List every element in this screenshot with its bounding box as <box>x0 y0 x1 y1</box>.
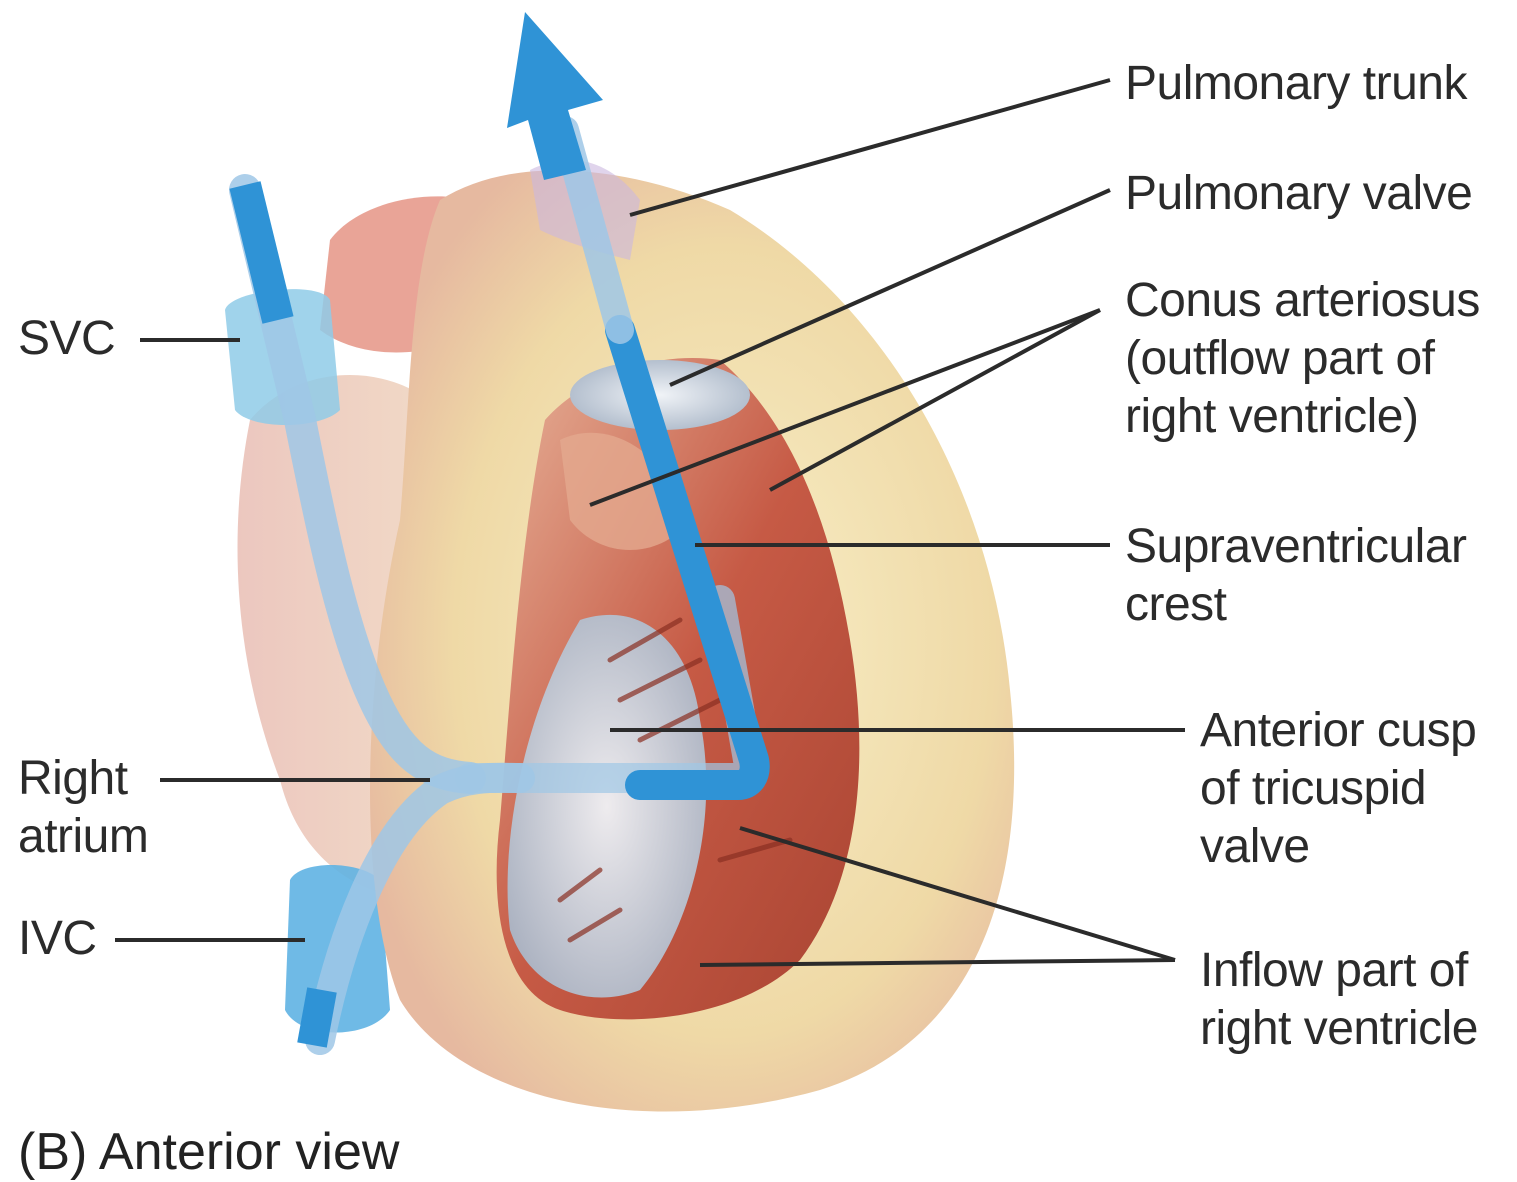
label-pulmonary-valve: Pulmonary valve <box>1125 165 1472 223</box>
arrowhead-icon <box>507 12 603 180</box>
label-right-atrium: Right atrium <box>18 750 148 866</box>
label-conus-line2: (outflow part of <box>1125 330 1480 388</box>
figure-caption: (B) Anterior view <box>18 1122 399 1182</box>
label-pulmonary-trunk: Pulmonary trunk <box>1125 55 1467 113</box>
label-conus-line3: right ventricle) <box>1125 388 1480 446</box>
label-right-atrium-line2: atrium <box>18 808 148 866</box>
ivc-flow-solid <box>312 990 322 1045</box>
label-anterior-cusp: Anterior cusp of tricuspid valve <box>1200 702 1476 876</box>
label-cusp-line3: valve <box>1200 818 1476 876</box>
label-conus-line1: Conus arteriosus <box>1125 272 1480 330</box>
label-conus-arteriosus: Conus arteriosus (outflow part of right … <box>1125 272 1480 446</box>
label-cusp-line2: of tricuspid <box>1200 760 1476 818</box>
label-inflow-line2: right ventricle <box>1200 1000 1478 1058</box>
label-right-atrium-line1: Right <box>18 750 148 808</box>
label-cusp-line1: Anterior cusp <box>1200 702 1476 760</box>
label-inflow-line1: Inflow part of <box>1200 942 1478 1000</box>
label-inflow-part: Inflow part of right ventricle <box>1200 942 1478 1058</box>
label-svc: SVC <box>18 310 115 368</box>
label-supraventricular-crest: Supraventricular crest <box>1125 518 1467 634</box>
label-crest-line2: crest <box>1125 576 1467 634</box>
label-ivc: IVC <box>18 910 97 968</box>
leader-pulmonary-trunk <box>630 80 1110 215</box>
label-crest-line1: Supraventricular <box>1125 518 1467 576</box>
